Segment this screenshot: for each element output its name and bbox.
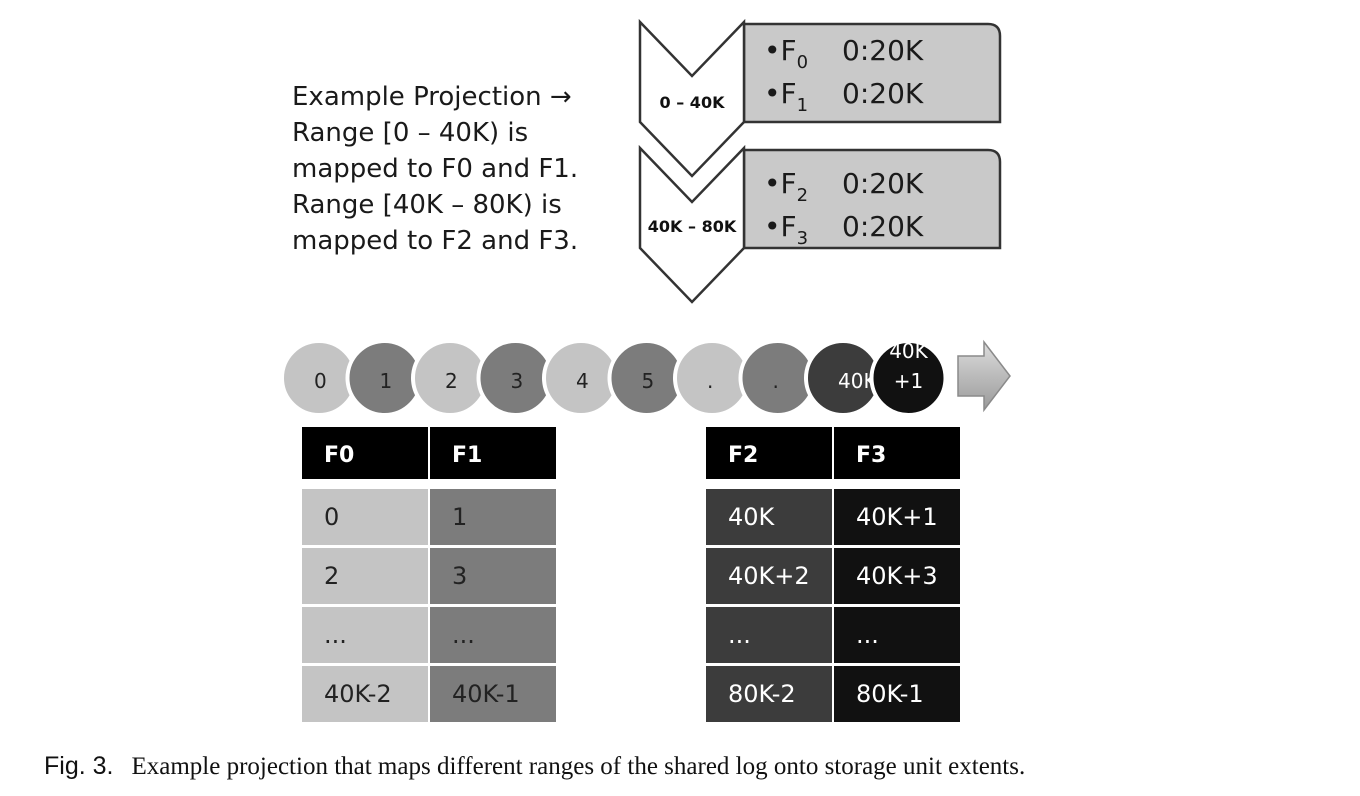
table-cell <box>706 489 832 545</box>
extent-box-1 <box>742 22 1002 124</box>
table-cell <box>302 666 428 722</box>
table-cell-value: 80K-1 <box>856 680 924 708</box>
table-cell-value: 40K <box>728 503 776 531</box>
log-position-label: 1 <box>380 369 393 393</box>
log-position-label: 3 <box>511 369 524 393</box>
log-continues-arrow-icon <box>957 339 1011 413</box>
table-cell-value: 40K+2 <box>728 562 810 590</box>
table-header-cell <box>706 427 832 479</box>
extent-range-f3: 0:20K <box>842 210 924 243</box>
table-header-label: F2 <box>728 443 758 468</box>
table-cell <box>302 489 428 545</box>
table-cell <box>834 489 960 545</box>
table-cell-value: 40K+3 <box>856 562 938 590</box>
table-cell-value: 40K-2 <box>324 680 392 708</box>
log-position-label: . <box>707 369 713 393</box>
extent-range-f1: 0:20K <box>842 77 924 110</box>
log-position-label: 4 <box>576 369 589 393</box>
table-cell <box>834 666 960 722</box>
figure-label: Fig. 3. <box>44 752 114 780</box>
extent-entry-f2: •F2 <box>764 167 808 206</box>
table-cell <box>706 666 832 722</box>
table-header-label: F1 <box>452 443 482 468</box>
table-cell-value: 3 <box>452 562 467 590</box>
table-cell-value: 0 <box>324 503 339 531</box>
figure-caption-text: Example projection that maps different r… <box>131 753 1026 780</box>
log-position-circle <box>869 339 948 417</box>
table-cell <box>430 666 556 722</box>
range-chevron-2 <box>638 144 746 304</box>
table-cell-value: ... <box>856 621 879 649</box>
table-cell-value: 1 <box>452 503 467 531</box>
table-cell-value: 80K-2 <box>728 680 796 708</box>
log-position-label: . <box>773 369 779 393</box>
explanation-line-1: Example Projection → <box>292 82 572 112</box>
explanation-text: Example Projection → Range [0 – 40K) is … <box>292 82 578 256</box>
range-chevron-1 <box>638 18 746 178</box>
table-cell-value: ... <box>324 621 347 649</box>
table-cell <box>302 548 428 604</box>
storage-table-f0-f1: F0 F1 0 1 2 3...... 40K-2 40K-1 <box>302 427 556 722</box>
projection-range-2: 40K – 80K •F2 0:20K •F3 0:20K <box>638 144 1002 304</box>
extent-entry-f0: •F0 <box>764 34 808 73</box>
table-cell-value: ... <box>728 621 751 649</box>
projection-diagram: Example Projection → Range [0 – 40K) is … <box>280 18 1011 722</box>
extent-box-2 <box>742 148 1002 250</box>
explanation-line-2: Range [0 – 40K) is <box>292 118 528 148</box>
log-position-label: 2 <box>445 369 458 393</box>
table-header-label: F0 <box>324 443 354 468</box>
extent-entry-f3: •F3 <box>764 210 808 249</box>
storage-table-f2-f3: F2 F3 40K 40K+1 40K+2 40K+3...... 80K-2 80K-1 <box>706 427 960 722</box>
log-position-label: 5 <box>642 369 655 393</box>
explanation-line-3: mapped to F0 and F1. <box>292 154 578 184</box>
projection-range-1: 0 – 40K •F0 0:20K •F1 0:20K <box>638 18 1002 178</box>
table-cell <box>302 607 428 663</box>
table-cell <box>430 548 556 604</box>
range-label-2: 40K – 80K <box>648 217 737 236</box>
figure-caption: Fig. 3. Example projection that maps diff… <box>44 752 1344 781</box>
table-header-cell <box>430 427 556 479</box>
table-header-label: F3 <box>856 443 886 468</box>
extent-range-f0: 0:20K <box>842 34 924 67</box>
table-header-cell <box>302 427 428 479</box>
table-cell <box>430 489 556 545</box>
range-label-1: 0 – 40K <box>660 93 726 112</box>
explanation-line-4: Range [40K – 80K) is <box>292 190 562 220</box>
table-cell <box>706 548 832 604</box>
log-position-label: 0 <box>314 369 327 393</box>
table-cell <box>834 607 960 663</box>
explanation-line-5: mapped to F2 and F3. <box>292 226 578 256</box>
table-header-cell <box>834 427 960 479</box>
extent-entry-f1: •F1 <box>764 77 808 116</box>
table-cell <box>706 607 832 663</box>
table-cell-value: 40K+1 <box>856 503 938 531</box>
log-position-label: 40K+1 <box>889 339 928 393</box>
table-cell <box>430 607 556 663</box>
extent-range-f2: 0:20K <box>842 167 924 200</box>
table-cell-value: ... <box>452 621 475 649</box>
table-cell-value: 40K-1 <box>452 680 520 708</box>
table-cell-value: 2 <box>324 562 339 590</box>
table-cell <box>834 548 960 604</box>
